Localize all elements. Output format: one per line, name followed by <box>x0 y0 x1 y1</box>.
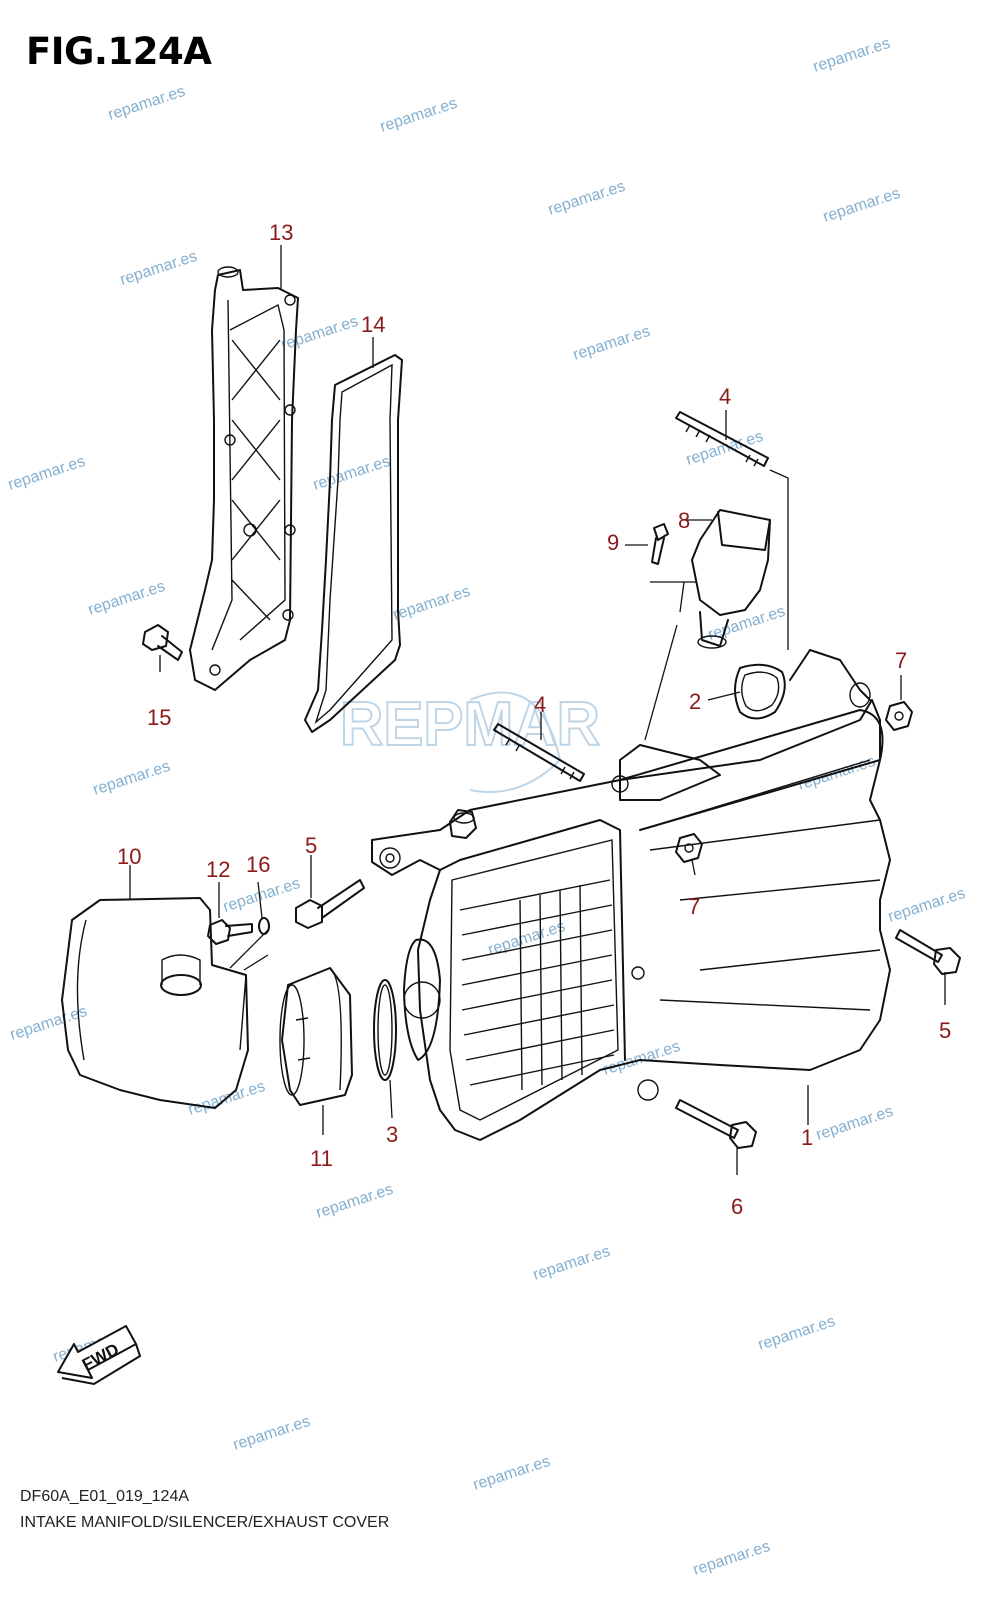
callout-10: 10 <box>117 844 141 869</box>
watermark: repamar.es <box>471 1453 552 1494</box>
callout-11: 11 <box>310 1146 333 1171</box>
part-7-nut-upper <box>885 701 913 731</box>
watermark: repamar.es <box>314 1181 395 1222</box>
callout-labels: 1 2 3 4 4 5 5 6 7 7 8 9 10 11 12 13 14 1… <box>117 220 951 1219</box>
callout-13: 13 <box>269 220 293 245</box>
watermark: repamar.es <box>311 453 392 494</box>
callout-12: 12 <box>206 857 230 882</box>
callout-1: 1 <box>801 1125 813 1150</box>
callout-6: 6 <box>731 1194 743 1219</box>
callout-7-upper: 7 <box>895 648 907 673</box>
part-4-stud-upper <box>675 411 769 467</box>
watermark: repamar.es <box>6 453 87 494</box>
part-9-screw <box>651 523 669 565</box>
watermark: repamar.es <box>378 95 459 136</box>
callout-7-lower: 7 <box>688 894 700 919</box>
watermark: repamar.es <box>811 35 892 76</box>
watermark: repamar.es <box>391 583 472 624</box>
part-12-bolt <box>207 919 253 945</box>
callout-3: 3 <box>386 1122 398 1147</box>
callout-5-left: 5 <box>305 833 317 858</box>
callout-15: 15 <box>147 705 171 730</box>
callout-4-lower: 4 <box>534 692 546 717</box>
watermark: repamar.es <box>821 185 902 226</box>
figure-code: DF60A_E01_019_124A <box>20 1488 190 1505</box>
part-5-bolt-left <box>295 879 365 929</box>
callout-9: 9 <box>607 530 619 555</box>
part-10-silencer <box>61 897 249 1109</box>
part-13-exhaust-cover <box>189 266 299 691</box>
watermark: repamar.es <box>531 1243 612 1284</box>
watermark: repamar.es <box>279 313 360 354</box>
watermark: repamar.es <box>118 248 199 289</box>
part-15-bolt <box>142 624 183 661</box>
logo-text: REPMAR <box>340 690 600 759</box>
fwd-arrow: FWD <box>57 1325 142 1386</box>
part-16-washer <box>258 917 270 935</box>
leader-lines <box>129 245 946 1175</box>
part-11-silencer-sleeve <box>279 967 353 1106</box>
watermark: repamar.es <box>886 885 967 926</box>
part-6-bolt <box>675 1099 757 1149</box>
figure-description: INTAKE MANIFOLD/SILENCER/EXHAUST COVER <box>20 1514 390 1531</box>
watermark: repamar.es <box>691 1538 772 1579</box>
figure-title: FIG.124A <box>26 30 212 73</box>
callout-16: 16 <box>246 852 270 877</box>
callout-14: 14 <box>361 312 385 337</box>
callout-8: 8 <box>678 508 690 533</box>
callout-2: 2 <box>689 689 701 714</box>
callout-4-upper: 4 <box>719 384 731 409</box>
watermark: repamar.es <box>8 1003 89 1044</box>
part-7-nut-lower <box>675 833 703 863</box>
part-2-oring <box>734 663 786 720</box>
watermark: repamar.es <box>814 1103 895 1144</box>
watermark: repamar.es <box>684 428 765 469</box>
watermark: repamar.es <box>571 323 652 364</box>
watermark: repamar.es <box>231 1413 312 1454</box>
watermark: repamar.es <box>91 758 172 799</box>
part-8-sensor <box>691 509 771 649</box>
part-14-gasket <box>304 354 403 733</box>
callout-5-right: 5 <box>939 1018 951 1043</box>
part-4-stud-lower <box>493 723 585 782</box>
part-3-oring <box>373 979 397 1081</box>
watermark: repamar.es <box>601 1038 682 1079</box>
part-1-intake-manifold <box>371 649 891 1141</box>
part-5-bolt-right <box>895 929 961 975</box>
watermark: repamar.es <box>106 83 187 124</box>
watermark: repamar.es <box>86 578 167 619</box>
watermark: repamar.es <box>546 178 627 219</box>
brand-logo: REPMAR <box>339 689 601 793</box>
watermark: repamar.es <box>756 1313 837 1354</box>
